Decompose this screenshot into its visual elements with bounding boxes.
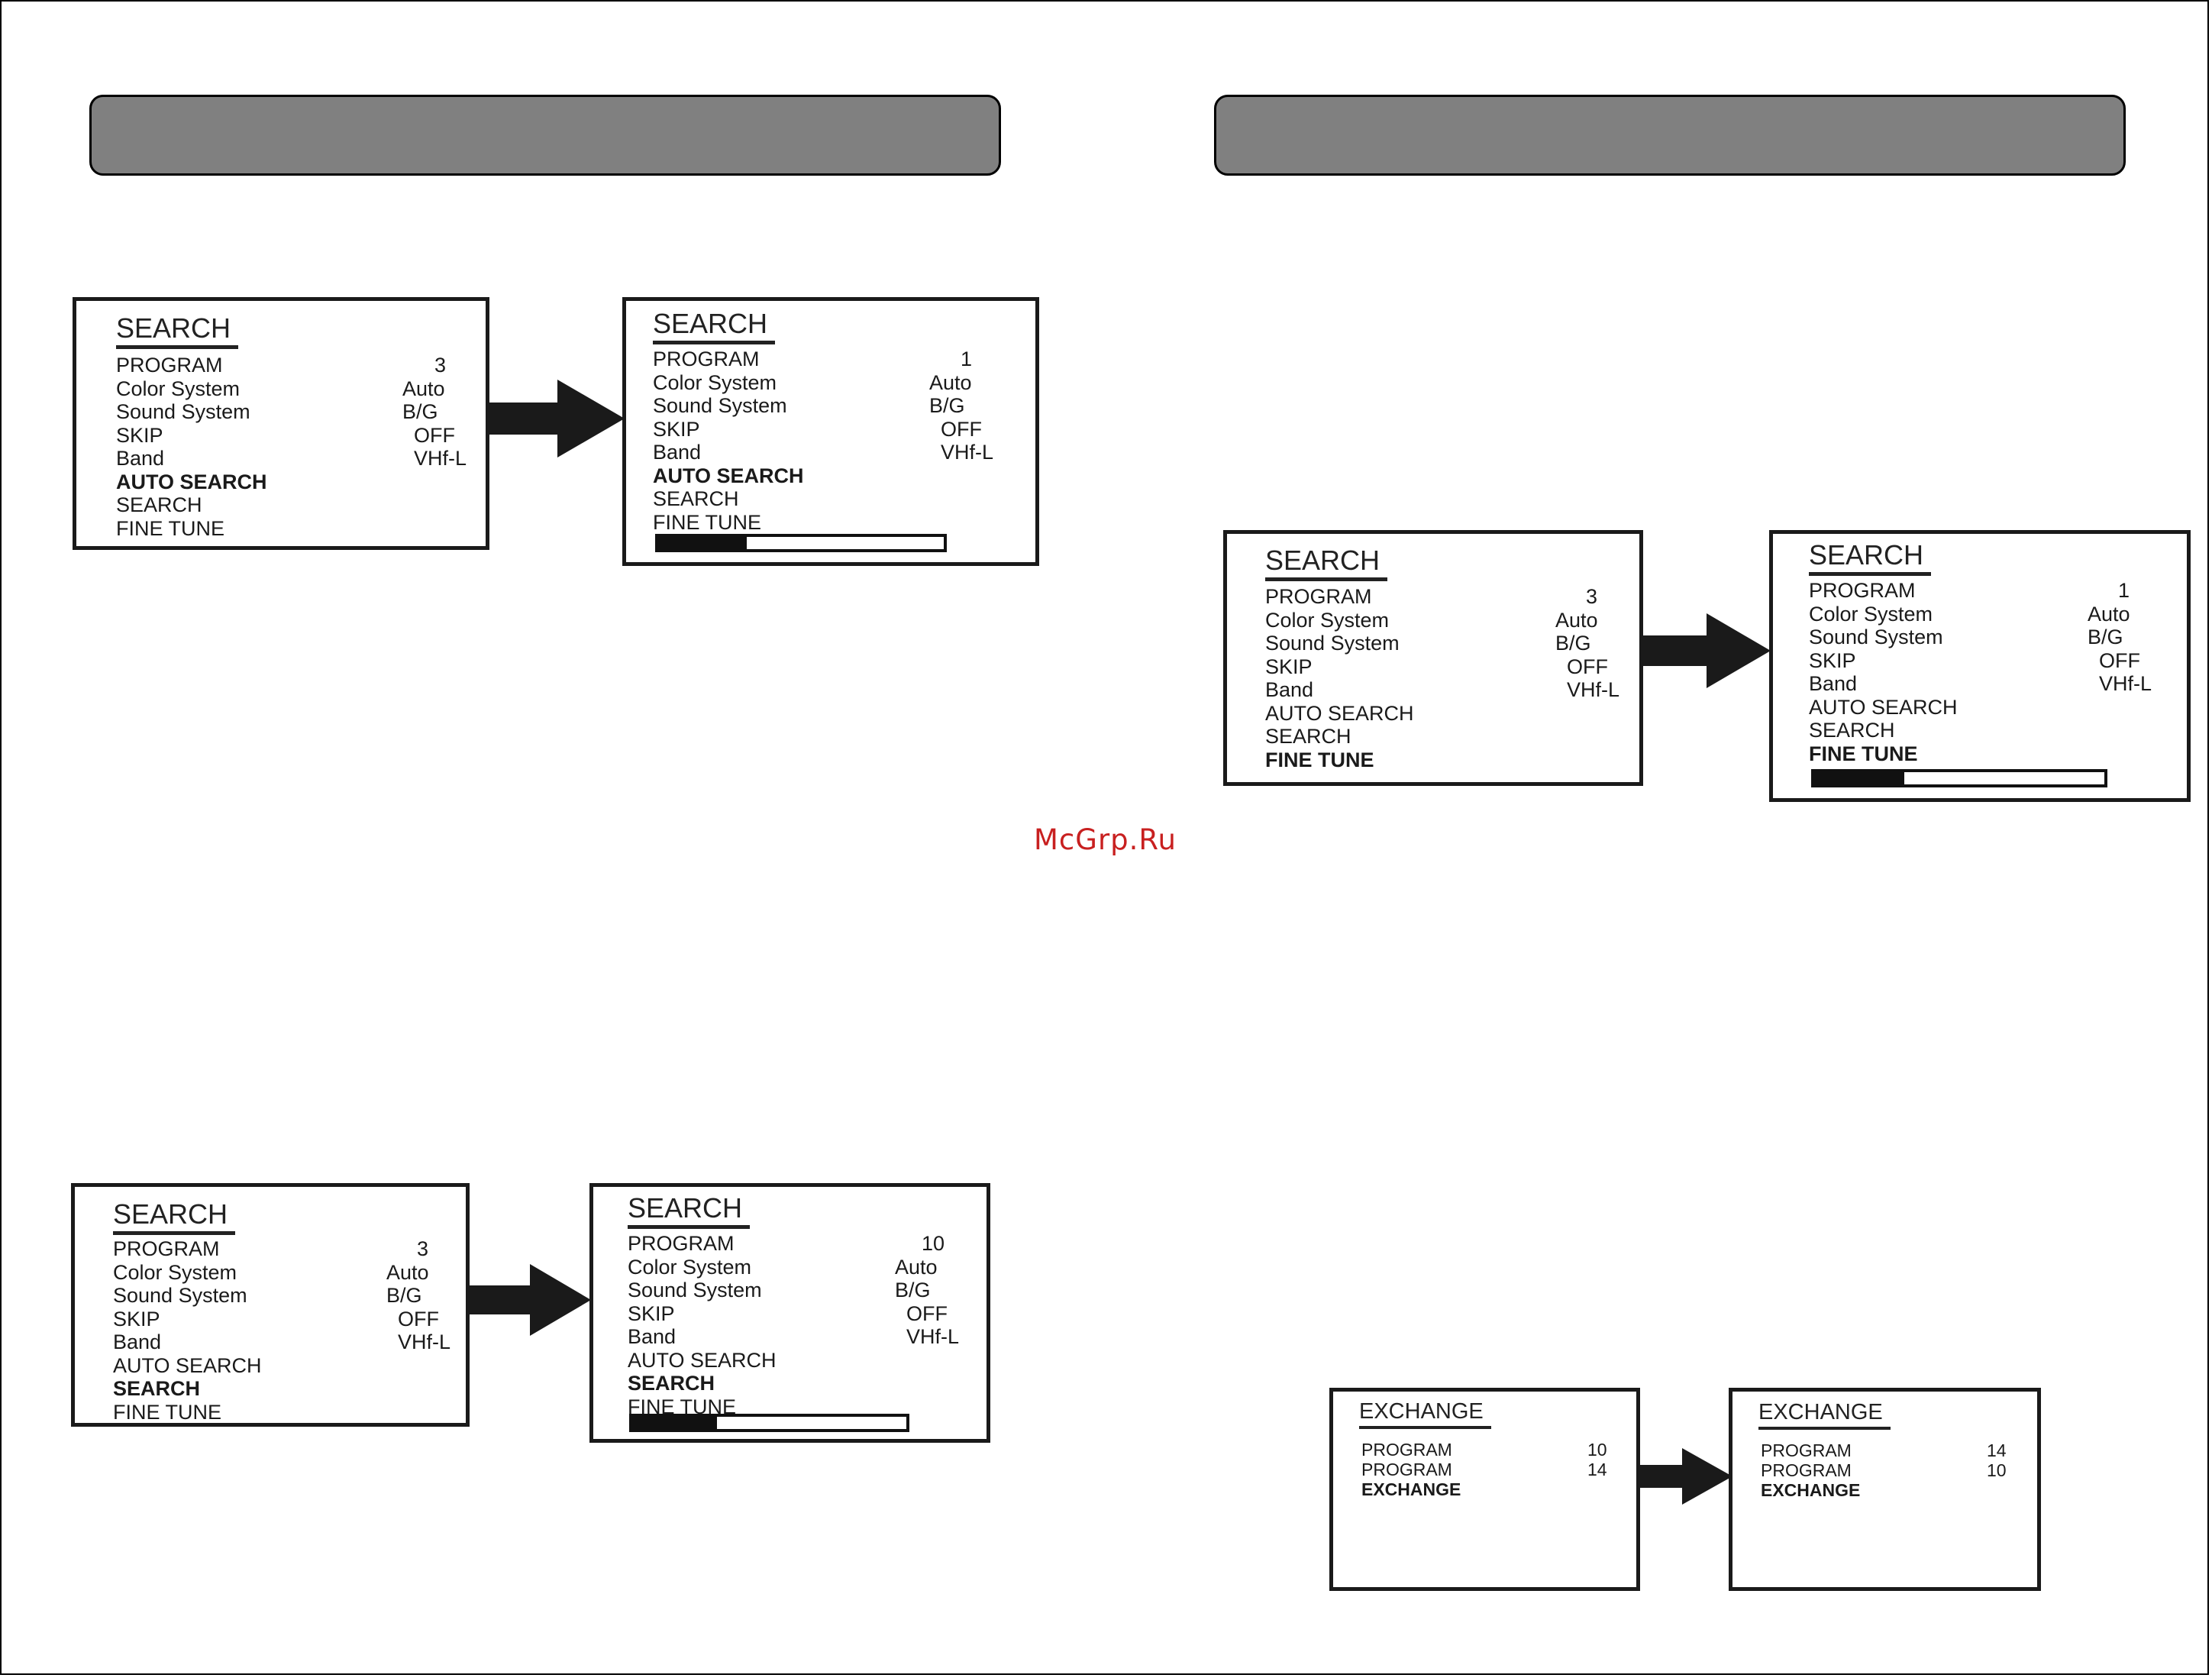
menu-row-selected: EXCHANGE: [1361, 1479, 1461, 1499]
menu-title: SEARCH: [653, 310, 776, 344]
menu-row: FINE TUNE: [116, 516, 225, 540]
menu-row: AUTO SEARCH: [113, 1353, 262, 1377]
right-header-bar: [1214, 95, 2126, 176]
arrow-right-icon: [487, 380, 625, 457]
arrow-right-icon: [1641, 613, 1771, 688]
menu-row-selected: AUTO SEARCH: [116, 470, 267, 493]
menu-title: EXCHANGE: [1359, 1401, 1491, 1429]
menu-title: SEARCH: [1265, 547, 1388, 581]
menu-row: FINE TUNE: [653, 510, 762, 534]
menu-row-selected: SEARCH: [113, 1377, 201, 1400]
search-progress-bar: [629, 1414, 909, 1432]
menu-row-selected: FINE TUNE: [1809, 742, 1918, 765]
menu-title: EXCHANGE: [1758, 1402, 1891, 1430]
menu-title: SEARCH: [116, 315, 239, 349]
menu-title: SEARCH: [628, 1195, 751, 1229]
menu-row: AUTO SEARCH: [628, 1348, 777, 1372]
menu-row-selected: SEARCH: [628, 1372, 715, 1395]
menu-title: SEARCH: [113, 1201, 236, 1235]
menu-row: FINE TUNE: [113, 1400, 222, 1424]
menu-row: SEARCH: [653, 487, 739, 510]
menu-title: SEARCH: [1809, 542, 1932, 576]
menu-row: SEARCH: [1265, 725, 1351, 748]
menu-row-selected: AUTO SEARCH: [653, 464, 804, 487]
menu-row-selected: EXCHANGE: [1761, 1480, 1861, 1500]
arrow-right-icon: [467, 1264, 591, 1336]
menu-row: AUTO SEARCH: [1809, 695, 1958, 719]
menu-row: SEARCH: [1809, 719, 1895, 742]
watermark: McGrp.Ru: [1034, 823, 1177, 856]
search-progress-bar: [655, 534, 947, 552]
menu-row-selected: FINE TUNE: [1265, 748, 1374, 771]
left-header-bar: [89, 95, 1001, 176]
menu-row: AUTO SEARCH: [1265, 701, 1414, 725]
search-progress-bar: [1811, 769, 2107, 787]
menu-row: SEARCH: [116, 493, 202, 516]
arrow-right-icon: [1638, 1448, 1732, 1505]
